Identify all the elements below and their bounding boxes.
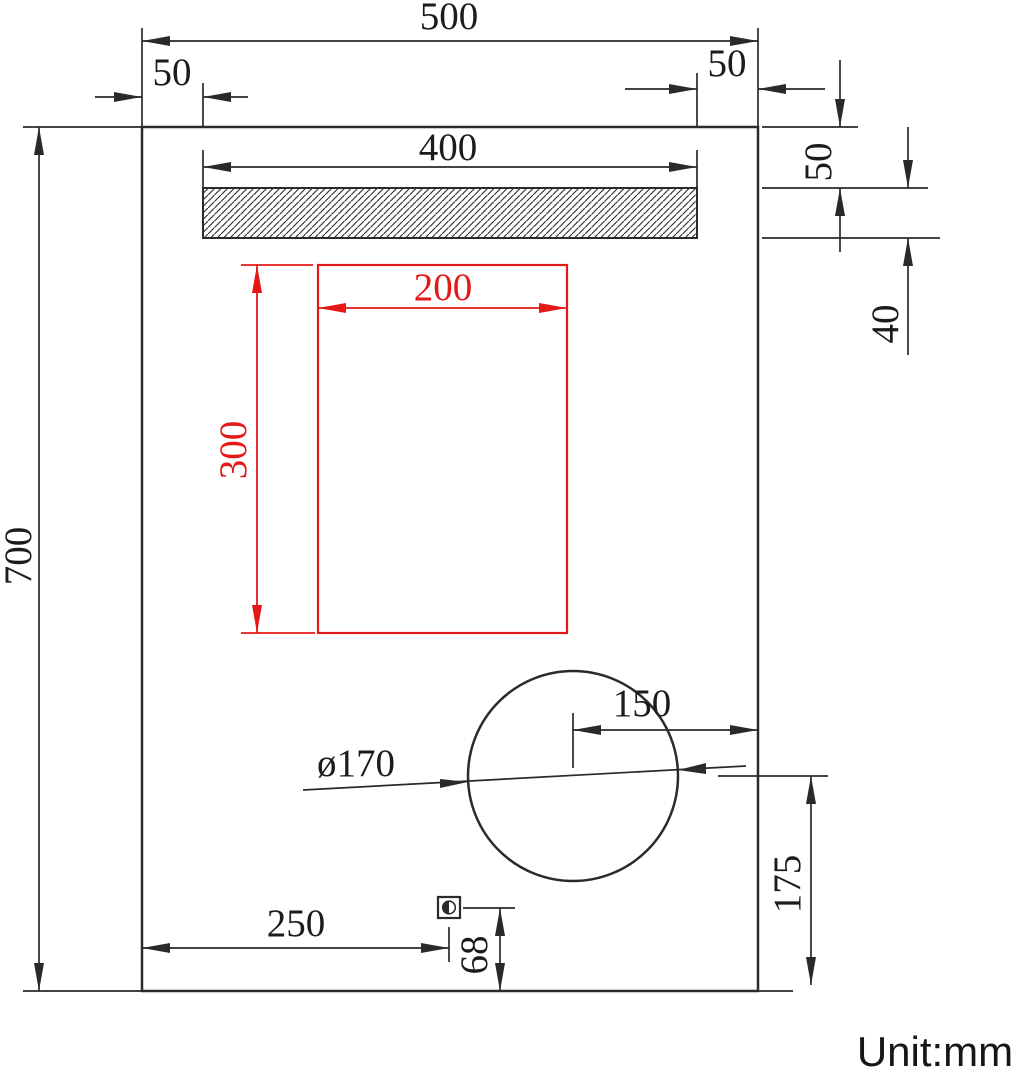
dim-circle-center-height: 175: [718, 775, 828, 985]
dim-strip-thickness: 40: [762, 127, 940, 355]
dim-circle-to-right: 150: [573, 682, 758, 735]
dim-label-red-zone-width: 200: [414, 266, 473, 309]
dim-strip-right-inset: 50: [625, 42, 825, 127]
dim-overall-width: 500: [141, 0, 759, 127]
dim-label-sensor-height: 68: [453, 936, 496, 975]
dim-label-red-zone-height: 300: [212, 421, 255, 480]
dim-sensor-from-left: 250: [142, 902, 450, 962]
dim-strip-width: 400: [202, 126, 698, 188]
circle-cutout: [466, 669, 680, 883]
dim-label-circle-to-right: 150: [613, 682, 672, 725]
dim-label-sensor-from-left: 250: [267, 902, 326, 945]
dim-label-strip-top-gap: 50: [797, 143, 840, 182]
dim-label-strip-left-inset: 50: [153, 51, 192, 94]
dim-label-strip-width: 400: [419, 126, 478, 169]
dim-red-zone-width: 200: [318, 266, 567, 313]
dim-sensor-height: 68: [453, 907, 515, 991]
dim-red-zone-height: 300: [212, 264, 315, 634]
dim-label-strip-right-inset: 50: [708, 42, 747, 85]
mirror-outline: [23, 125, 793, 993]
unit-note: Unit:mm: [857, 1028, 1013, 1075]
dim-label-circle-diameter: ø170: [317, 742, 395, 785]
touch-sensor-icon: [436, 895, 462, 920]
dim-overall-height: 700: [0, 127, 44, 991]
dim-circle-diameter: ø170: [302, 742, 747, 791]
dim-label-overall-height: 700: [0, 527, 40, 586]
dim-strip-top-gap: 50: [762, 60, 928, 252]
dim-label-overall-width: 500: [420, 0, 479, 38]
red-zone-outline: [316, 263, 569, 635]
led-strip-hatched-bar: [202, 187, 698, 239]
dim-label-strip-thickness: 40: [864, 305, 907, 344]
dim-strip-left-inset: 50: [95, 51, 248, 127]
dim-label-circle-center-height: 175: [766, 855, 809, 914]
